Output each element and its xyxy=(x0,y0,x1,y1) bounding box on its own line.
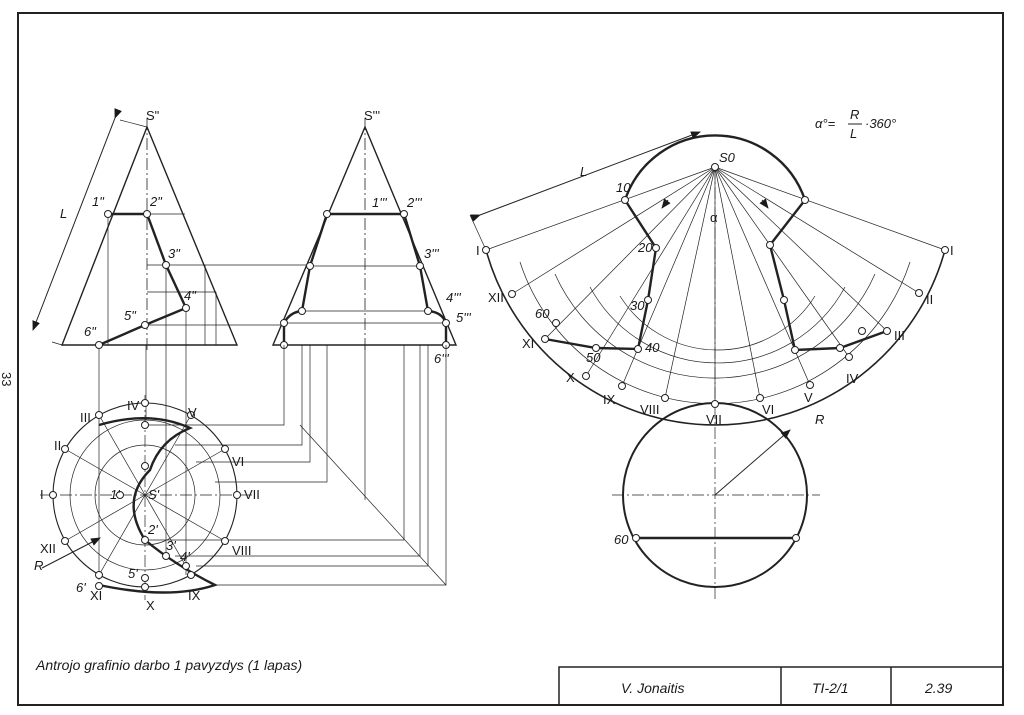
top-roman-VIII: VIII xyxy=(232,543,252,558)
dev-roman-right-III: III xyxy=(894,328,905,343)
front-point-3: 3" xyxy=(168,246,181,261)
side-view xyxy=(205,118,458,350)
top-roman-XI: XI xyxy=(90,588,102,603)
front-view-points xyxy=(95,210,190,349)
top-roman-VII: VII xyxy=(244,487,260,502)
development-point-6: 60 xyxy=(535,306,550,321)
front-generatrix-label: L xyxy=(60,206,67,221)
front-point-1: 1" xyxy=(92,194,105,209)
development-section-left xyxy=(544,199,658,351)
side-point-2: 2''' xyxy=(406,195,422,210)
title-block-code: TI-2/1 xyxy=(812,680,849,696)
development-radius-label: R xyxy=(815,412,824,427)
sheet-caption: Antrojo grafinio darbo 1 pavyzdys (1 lap… xyxy=(35,657,302,673)
dev-roman-left-XII: XII xyxy=(488,290,504,305)
development-angle-label: α xyxy=(710,210,718,225)
front-point-6: 6" xyxy=(84,324,97,339)
dev-roman-right-IV: IV xyxy=(846,371,859,386)
development-outer-arc xyxy=(485,249,946,426)
development-view xyxy=(469,131,946,600)
top-roman-IX: IX xyxy=(188,588,201,603)
development-point-3: 30 xyxy=(630,298,645,313)
dev-roman-left-IX: IX xyxy=(603,392,616,407)
top-point-6: 6' xyxy=(76,580,86,595)
top-apex-label: S' xyxy=(148,487,160,502)
dev-roman-right-II: II xyxy=(926,292,933,307)
top-point-4: 4' xyxy=(180,549,190,564)
top-roman-VI: VI xyxy=(232,454,244,469)
front-point-4: 4" xyxy=(184,288,197,303)
side-view-points xyxy=(280,210,450,349)
development-point-4: 40 xyxy=(645,340,660,355)
development-point-2: 20 xyxy=(637,240,653,255)
top-point-3: 3' xyxy=(166,538,176,553)
top-roman-V: V xyxy=(188,405,197,420)
svg-text:·360°: ·360° xyxy=(865,116,896,131)
top-roman-III: III xyxy=(80,410,91,425)
front-view xyxy=(32,108,239,580)
top-point-1: 1' xyxy=(110,487,120,502)
development-base-point: 60 xyxy=(614,532,629,547)
top-roman-IV: IV xyxy=(127,398,140,413)
top-roman-XII: XII xyxy=(40,541,56,556)
title-block xyxy=(558,666,1004,706)
side-point-5: 5''' xyxy=(456,310,471,325)
svg-text:α°=: α°= xyxy=(815,116,836,131)
side-mark: 33 xyxy=(0,372,14,386)
dev-roman-right-V: V xyxy=(804,390,813,405)
title-block-number: 2.39 xyxy=(924,680,952,696)
front-point-2: 2" xyxy=(149,194,163,209)
top-roman-I: I xyxy=(40,487,44,502)
top-radius-label: R xyxy=(34,558,43,573)
development-apex-label: S0 xyxy=(719,150,736,165)
side-point-1: 1''' xyxy=(372,195,387,210)
side-point-3: 3''' xyxy=(424,246,439,261)
top-view-points xyxy=(49,399,241,591)
top-section-curve xyxy=(98,417,219,594)
top-point-2: 2' xyxy=(147,522,158,537)
dev-roman-left-VIII: VIII xyxy=(640,402,660,417)
development-point-5: 50 xyxy=(586,350,601,365)
top-roman-II: II xyxy=(54,438,61,453)
projection-lines xyxy=(145,345,447,586)
top-point-5: 5' xyxy=(128,566,138,581)
side-apex-label: S''' xyxy=(364,108,380,123)
sheet-frame xyxy=(17,12,1004,706)
title-block-author: V. Jonaitis xyxy=(621,680,685,696)
dev-roman-left-X: X xyxy=(566,370,575,385)
front-cone-outline xyxy=(60,125,239,346)
side-point-6: 6''' xyxy=(434,351,449,366)
dev-roman-left-I: I xyxy=(476,243,480,258)
top-roman-X: X xyxy=(146,598,155,613)
svg-text:L: L xyxy=(850,126,857,141)
dev-roman-right-VI: VI xyxy=(762,402,774,417)
dev-roman-right-I: I xyxy=(950,243,954,258)
front-apex-label: S" xyxy=(146,108,160,123)
dev-roman-left-VII: VII xyxy=(706,412,722,427)
development-length-label: L xyxy=(580,164,587,179)
development-section-right xyxy=(768,199,888,352)
development-point-1: 10 xyxy=(616,180,631,195)
development-points xyxy=(482,163,949,542)
dev-roman-left-XI: XI xyxy=(522,336,534,351)
svg-text:R: R xyxy=(850,107,859,122)
side-point-4: 4''' xyxy=(446,290,461,305)
front-point-5: 5" xyxy=(124,308,137,323)
angle-formula: α°= R L ·360° xyxy=(815,107,896,141)
